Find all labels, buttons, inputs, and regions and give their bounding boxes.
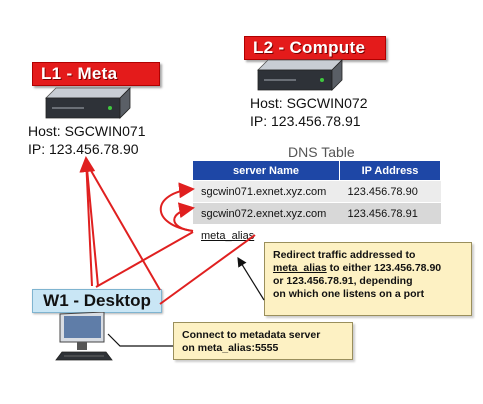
dns-row-name: meta_alias [193, 224, 340, 246]
l1-ip: IP: 123.456.78.90 [28, 141, 139, 157]
desktop-computer-icon [55, 312, 113, 361]
connect-note: Connect to metadata server on meta_alias… [173, 322, 353, 360]
redirect-note-rest: to either 123.456.78.90 [326, 262, 442, 274]
dns-row-name: sgcwin071.exnet.xyz.com [193, 180, 340, 203]
dns-header-ip: IP Address [339, 161, 441, 181]
redirect-note: Redirect traffic addressed to meta_alias… [264, 242, 472, 316]
dns-row-name: sgcwin072.exnet.xyz.com [193, 202, 340, 225]
redirect-note-line4: on which one listens on a port [273, 288, 425, 300]
l1-server-icon [45, 87, 131, 119]
l2-host: Host: SGCWIN072 [250, 95, 368, 111]
table-row: meta_alias [193, 224, 441, 246]
arrow-desktop-to-l1-b [85, 157, 93, 287]
table-row: sgcwin071.exnet.xyz.com 123.456.78.90 [193, 180, 441, 203]
table-row: sgcwin072.exnet.xyz.com 123.456.78.91 [193, 202, 441, 225]
dns-header-name: server Name [193, 161, 340, 181]
redirect-note-line1: Redirect traffic addressed to [273, 249, 416, 261]
connect-note-line1: Connect to metadata server [182, 329, 321, 341]
arrow-desktop-to-alias [95, 231, 194, 288]
arrow-alias-to-desktop [159, 234, 256, 305]
connect-note-line2: on meta_alias:5555 [182, 342, 279, 354]
dns-row-ip: 123.456.78.91 [339, 202, 441, 225]
dns-row-ip: 123.456.78.90 [339, 180, 441, 203]
w1-role-label: W1 - Desktop [32, 289, 162, 313]
l1-host: Host: SGCWIN071 [28, 123, 146, 139]
pointer-note-to-table [237, 256, 265, 301]
redirect-note-alias: meta_alias [273, 262, 327, 274]
dns-table-title: DNS Table [288, 144, 355, 160]
l2-role-label: L2 - Compute [244, 36, 386, 60]
redirect-curve-2 [173, 202, 195, 232]
redirect-note-line2: meta_alias to either 123.456.78.90 [273, 262, 471, 275]
l2-ip: IP: 123.456.78.91 [250, 113, 361, 129]
l1-role-label: L1 - Meta [32, 62, 160, 86]
dns-table: server Name IP Address sgcwin071.exnet.x… [193, 161, 441, 246]
dns-row-ip [339, 224, 441, 246]
redirect-note-line3: or 123.456.78.91, depending [273, 275, 413, 287]
link-l1-desktop [85, 161, 161, 291]
l2-server-icon [257, 59, 343, 91]
pointer-connect-to-desktop [107, 333, 173, 347]
